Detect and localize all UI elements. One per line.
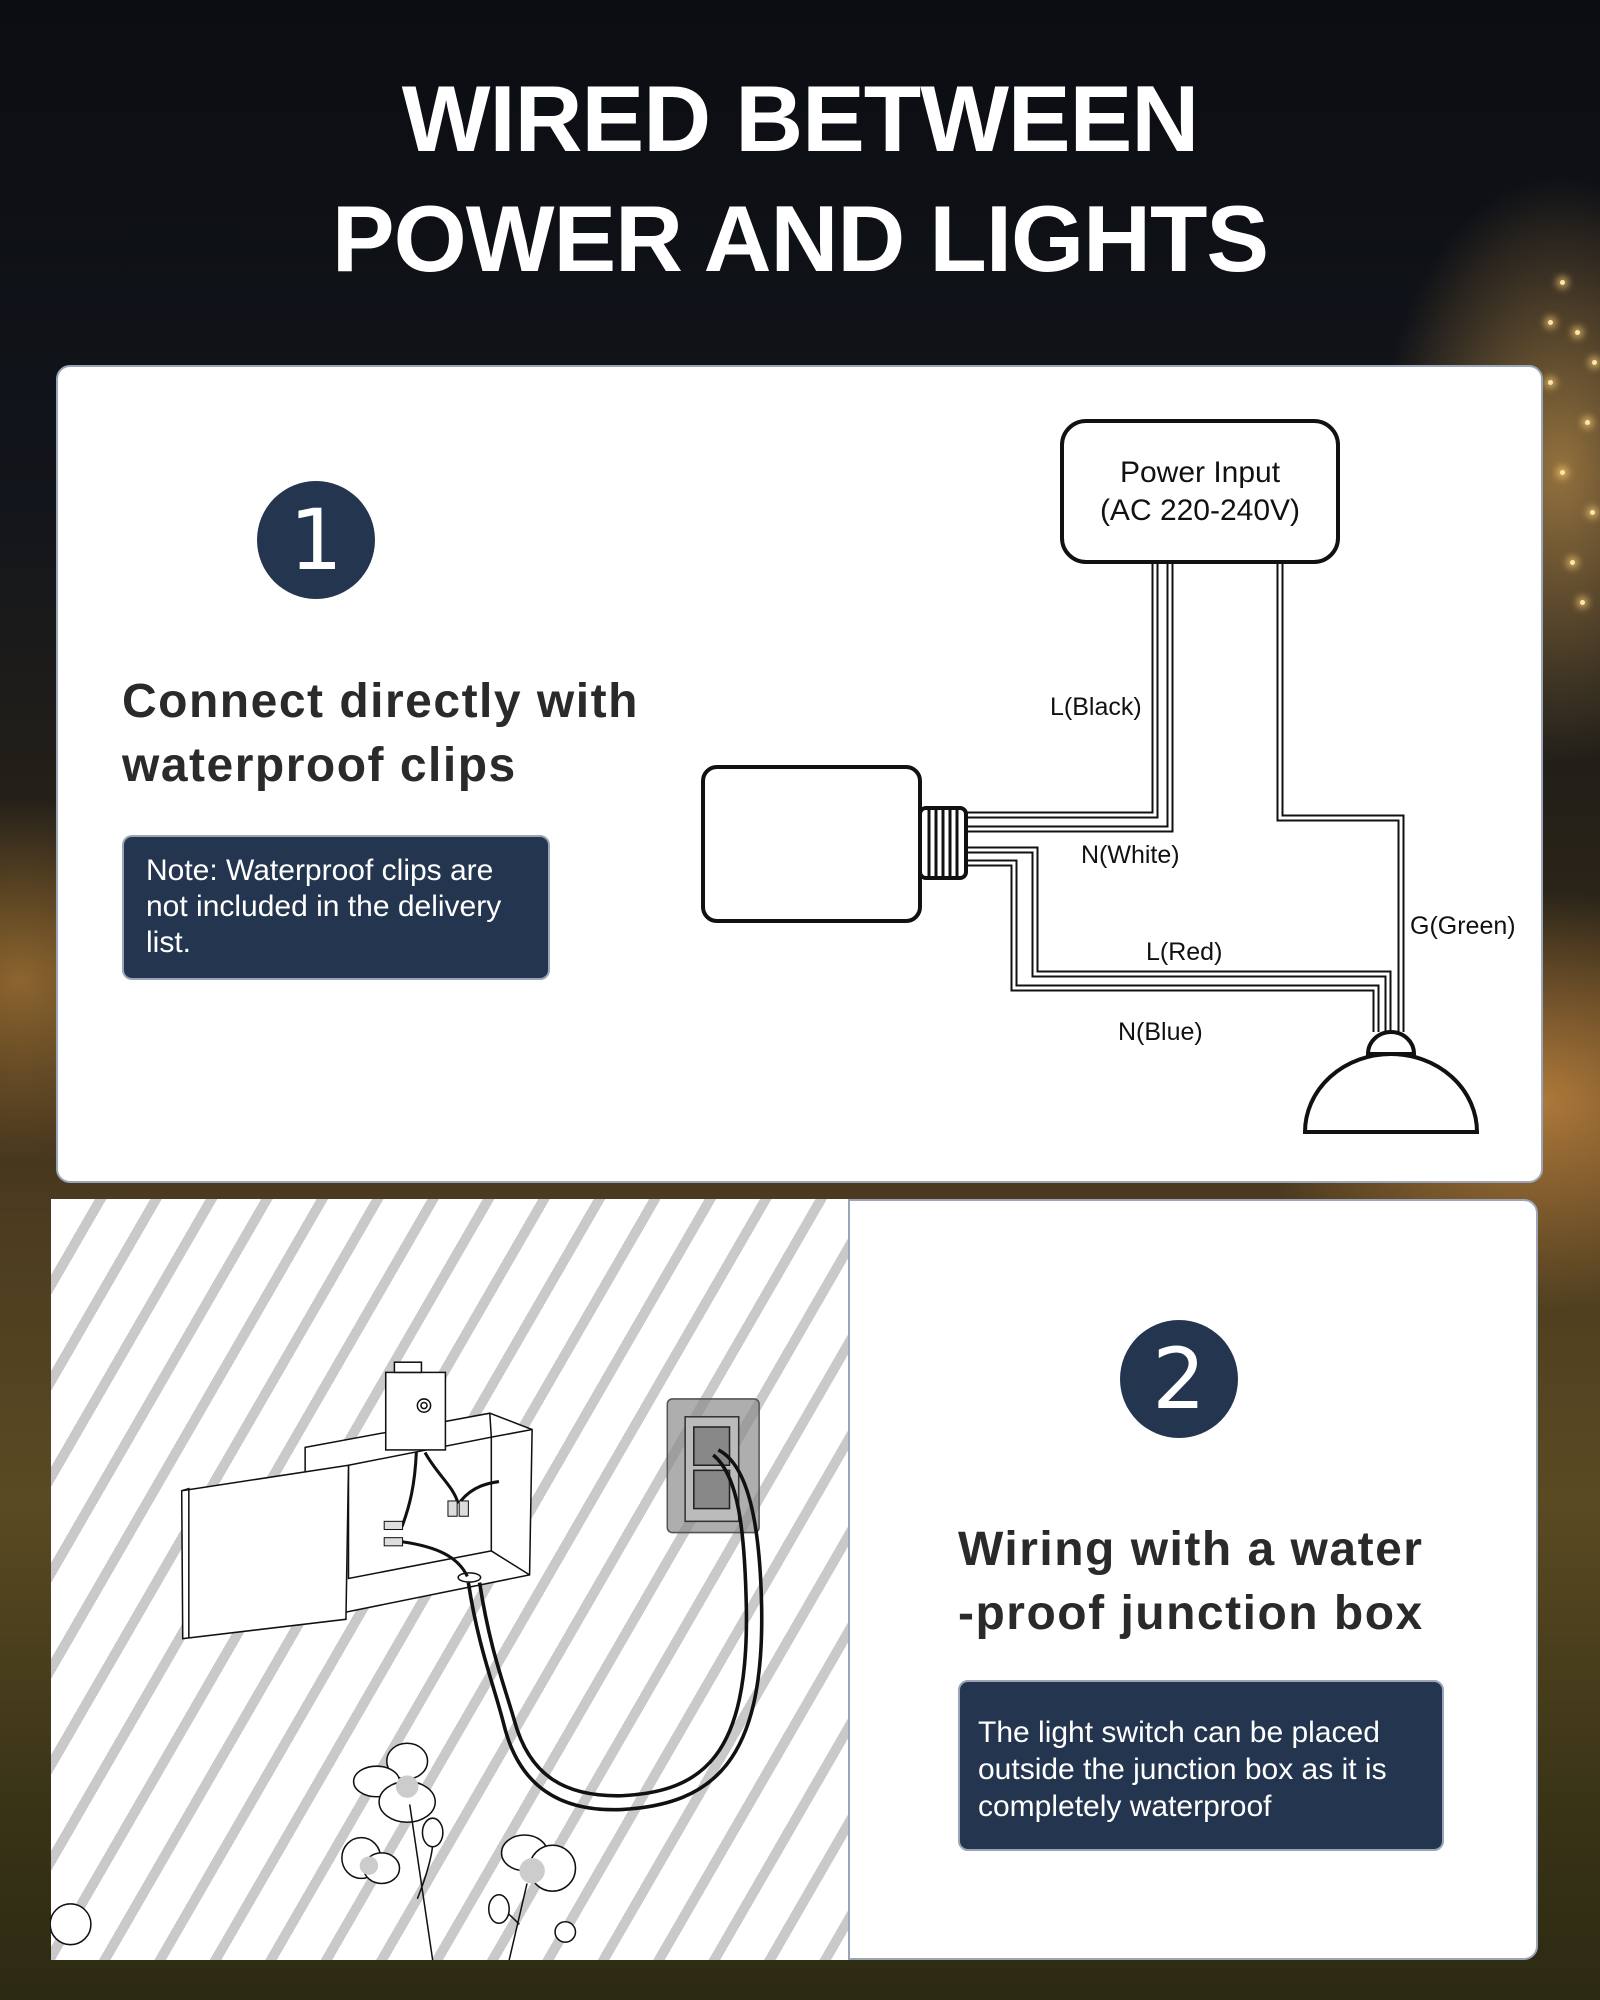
step2-note: The light switch can be placed outside t… [958,1680,1444,1851]
step1-number-badge: 1 [257,481,375,599]
step1-note: Note: Waterproof clips are not included … [122,835,550,980]
step1-heading-line2: waterproof clips [122,739,517,792]
junction-box-illustration [50,1361,764,1960]
junction-box-cover [180,1464,350,1640]
adapter-box [701,765,922,923]
label-g-green: G(Green) [1410,912,1516,940]
step2-heading-line2: -proof junction box [958,1587,1424,1640]
wire-l-black [966,564,1159,819]
power-cable [466,1448,764,1812]
label-n-blue: N(Blue) [1118,1018,1203,1046]
power-input-label: Power Input [1119,455,1281,489]
page-title-line2: POWER AND LIGHTS [331,186,1269,291]
outdoor-outlet [666,1398,760,1534]
label-n-white: N(White) [1081,841,1180,869]
step1-heading-line1: Connect directly with [122,675,639,728]
internal-wires [400,1451,500,1578]
panel-divider [848,1199,850,1960]
lamp-icon [1302,1030,1480,1134]
adapter-connector [918,806,968,880]
power-input-voltage: (AC 220-240V) [1099,493,1301,527]
page-title-line1: WIRED BETWEEN [401,66,1199,171]
label-l-black: L(Black) [1050,693,1142,721]
step2-heading: Wiring with a water -proof junction box [958,1518,1424,1646]
light-switch [384,1371,447,1451]
step2-heading-line1: Wiring with a water [958,1523,1424,1576]
wire-l-black-inner [966,564,1157,817]
flowers-decoration [50,1742,577,1960]
wire-nuts [383,1500,469,1547]
wire-g-green [1276,564,1405,1032]
label-l-red: L(Red) [1146,938,1223,966]
step2-number-badge: 2 [1120,1320,1238,1438]
step1-heading: Connect directly with waterproof clips [122,670,639,798]
power-input-box: Power Input (AC 220-240V) [1060,419,1340,564]
